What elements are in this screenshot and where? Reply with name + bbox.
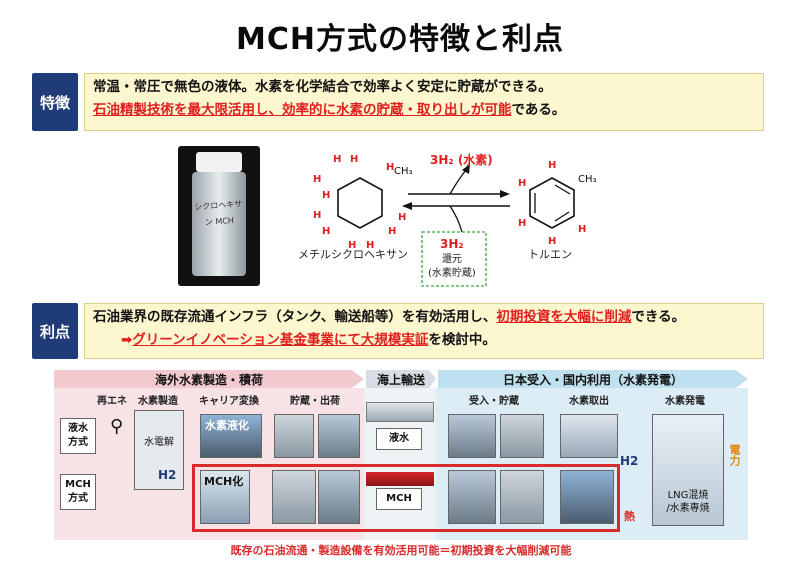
electrolysis-label: 水電解 [144, 437, 174, 448]
lh2-tank-photo [274, 414, 314, 458]
features-tag: 特徴 [32, 73, 78, 131]
wind-turbine-icon: ⚲ [110, 416, 124, 437]
electricity-label: 電力 [728, 444, 741, 466]
advantages-line1-highlight: 初期投資を大幅に削減 [496, 309, 632, 325]
h2-store: 3H₂ [440, 237, 464, 251]
svg-text:H: H [366, 240, 374, 251]
col-receive: 受入・貯蔵 [469, 396, 519, 407]
bottle-label: シクロヘキサン MCH [194, 199, 243, 227]
svg-text:H: H [518, 178, 526, 189]
power-plant-photo: LNG混焼 /水素専焼 [652, 414, 724, 526]
svg-text:H: H [348, 240, 356, 251]
svg-text:H: H [333, 154, 341, 165]
col-h2-production: 水素製造 [138, 396, 178, 407]
heat-label: 熱 [624, 510, 635, 523]
features-box: 常温・常圧で無色の液体。水素を化学結合で効率よく安定に貯蔵ができる。 石油精製技… [84, 73, 764, 131]
arrow-icon: ➡ [121, 332, 133, 348]
advantages-tag: 利点 [32, 303, 78, 359]
row-label-liquid: 液水 方式 [60, 418, 96, 454]
svg-text:H: H [313, 210, 321, 221]
mch-tanker-icon [366, 472, 434, 486]
storage-label: (水素貯蔵) [428, 266, 476, 279]
ship-liquid-label: 液水 [376, 428, 422, 450]
liquefaction-label: 水素液化 [205, 419, 249, 432]
lh2-extract-photo [560, 414, 618, 458]
svg-text:H: H [322, 190, 330, 201]
col-power: 水素発電 [665, 396, 705, 407]
toluene-ch3: CH₃ [578, 174, 597, 185]
svg-text:H: H [548, 160, 556, 171]
mch-highlight-box [192, 464, 620, 532]
advantages-line2-highlight: グリーンイノベーション基金事業にて大規模実証 [132, 332, 429, 348]
svg-text:H: H [578, 224, 586, 235]
col-carrier: キャリア変換 [199, 396, 259, 407]
page-title: MCH方式の特徴と利点 [236, 22, 564, 57]
toluene-hydrogens: H H H H H [518, 160, 586, 247]
svg-text:H: H [386, 162, 394, 173]
advantages-line1: 石油業界の既存流通インフラ（タンク、輸送船等）を有効活用し、初期投資を大幅に削減… [93, 306, 755, 329]
advantages-line1-text: 石油業界の既存流通インフラ（タンク、輸送船等）を有効活用し、 [93, 309, 497, 325]
h2-release: 3H₂ (水素) [430, 152, 493, 167]
phase-sea: 海上輸送 [366, 370, 436, 388]
lh2-receive-photo [448, 414, 496, 458]
liquefaction-photo: 水素液化 [200, 414, 262, 458]
toluene-name: トルエン [528, 248, 572, 261]
mch-dehydrogenation-photo [560, 470, 614, 524]
phase-japan: 日本受入・国内利用（水素発電） [438, 370, 748, 388]
electrolysis-photo: 水電解 [134, 410, 184, 490]
mch-tank-photo [272, 470, 316, 524]
lh2-ship-icon [366, 402, 434, 422]
mch-conversion-label: MCH化 [204, 475, 244, 488]
svg-text:H: H [518, 218, 526, 229]
advantages-line2-tail: を検討中。 [428, 332, 496, 348]
features-line2-tail: である。 [511, 102, 566, 118]
diagram-footer: 既存の石油流通・製造設備を有効活用可能＝初期投資を大幅削減可能 [230, 544, 572, 557]
ship-mch-label: MCH [376, 488, 422, 510]
svg-text:H: H [350, 154, 358, 165]
toluene-ring [529, 177, 575, 229]
features-line2-highlight: 石油精製技術を最大限活用し、効率的に水素の貯蔵・取り出しが可能 [93, 102, 512, 118]
phase-overseas: 海外水素製造・積荷 [54, 370, 364, 388]
mch-ring [337, 177, 383, 229]
svg-text:H: H [322, 226, 330, 237]
mch-name: メチルシクロヘキサン [298, 248, 408, 261]
bottle-photo: シクロヘキサン MCH [178, 146, 260, 286]
svg-text:H: H [313, 174, 321, 185]
features-line1: 常温・常圧で無色の液体。水素を化学結合で効率よく安定に貯蔵ができる。 [93, 79, 552, 95]
mch-receive-tank-photo [500, 470, 544, 524]
supply-chain-diagram: 海外水素製造・積荷 海上輸送 日本受入・国内利用（水素発電） 再エネ 水素製造 … [54, 370, 748, 562]
col-storage: 貯蔵・出荷 [290, 396, 340, 407]
advantages-box: 石油業界の既存流通インフラ（タンク、輸送船等）を有効活用し、初期投資を大幅に削減… [84, 303, 764, 359]
svg-text:H: H [548, 236, 556, 247]
svg-text:H: H [398, 212, 406, 223]
power-plant-label: LNG混焼 /水素専焼 [666, 490, 710, 514]
lh2-receive-tank-photo [500, 414, 544, 458]
col-renewable: 再エネ [97, 396, 127, 407]
features-line2: 石油精製技術を最大限活用し、効率的に水素の貯蔵・取り出しが可能である。 [93, 99, 755, 122]
col-extract: 水素取出 [569, 396, 609, 407]
advantages-line1-tail: できる。 [631, 309, 686, 325]
mch-loading-photo [318, 470, 360, 524]
row-label-mch: MCH 方式 [60, 474, 96, 510]
lh2-loading-photo [318, 414, 360, 458]
reduction-label: 還元 [442, 253, 462, 265]
h2-arrow-label: H2 [620, 454, 639, 468]
h2-label: H2 [158, 468, 177, 482]
mch-ch3: CH₃ [394, 166, 413, 177]
svg-text:H: H [388, 226, 396, 237]
advantages-line2: ➡グリーンイノベーション基金事業にて大規模実証を検討中。 [93, 329, 755, 352]
mch-conversion-photo: MCH化 [200, 470, 250, 524]
mch-receive-photo [448, 470, 496, 524]
